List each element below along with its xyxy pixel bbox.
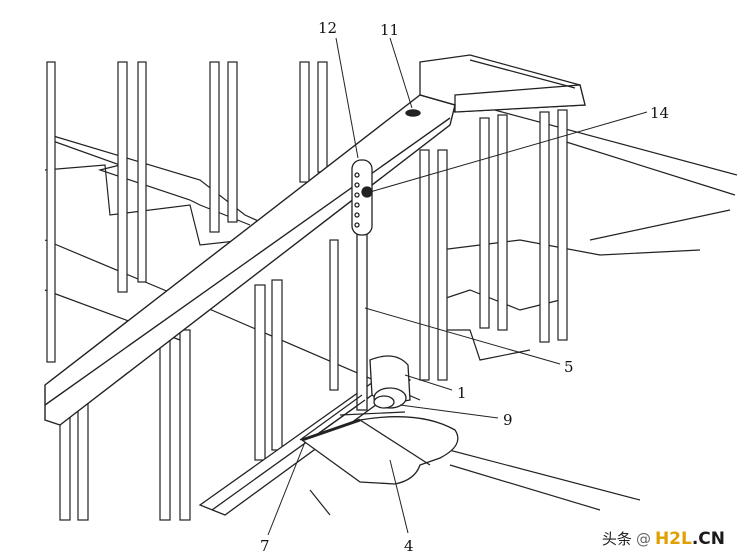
footplate xyxy=(300,416,459,485)
label-14: 14 xyxy=(650,104,669,122)
reference-labels: 12 11 14 5 1 9 7 4 xyxy=(260,19,669,555)
watermark: 头条 @ H2L.CN xyxy=(602,528,725,549)
support-pole xyxy=(351,159,373,411)
leader-lines xyxy=(267,37,648,536)
balusters xyxy=(46,61,568,521)
label-7: 7 xyxy=(260,537,270,555)
label-1: 1 xyxy=(457,384,467,402)
watermark-prefix: 头条 xyxy=(601,530,632,548)
label-5: 5 xyxy=(564,358,574,376)
staircase xyxy=(44,89,737,516)
watermark-brand-rest: .CN xyxy=(691,528,725,549)
label-11: 11 xyxy=(380,21,399,39)
label-12: 12 xyxy=(318,19,337,37)
label-9: 9 xyxy=(503,411,513,429)
watermark-brand: H2L.CN xyxy=(655,529,725,549)
watermark-at: @ xyxy=(635,529,651,548)
drive-unit xyxy=(369,355,411,409)
label-4: 4 xyxy=(404,537,414,555)
watermark-brand-h2: H2L xyxy=(654,528,692,549)
